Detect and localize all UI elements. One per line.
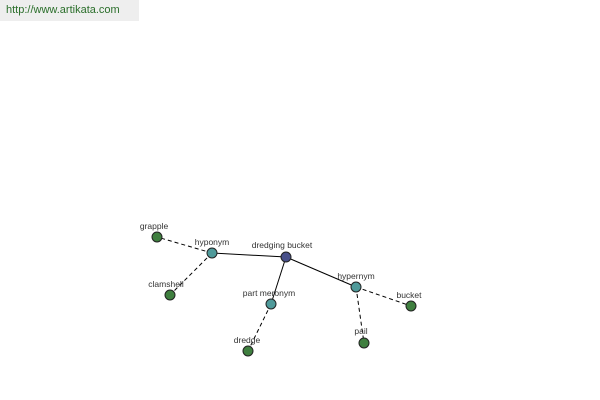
nodes-layer[interactable] (151, 231, 417, 357)
node-dredge[interactable] (242, 345, 254, 357)
label-bucket: bucket (396, 290, 422, 300)
label-part-meronym: part meronym (243, 288, 295, 298)
label-hyponym: hyponym (195, 237, 230, 247)
label-dredging-bucket: dredging bucket (252, 240, 313, 250)
node-clamshell[interactable] (164, 289, 176, 301)
labels-layer: dredging bucket hyponym part meronym hyp… (140, 221, 422, 345)
node-part-meronym[interactable] (265, 298, 277, 310)
edge-center-hyponym (211, 252, 287, 258)
source-url[interactable]: http://www.artikata.com (0, 0, 139, 21)
label-clamshell: clamshell (148, 279, 184, 289)
node-bucket[interactable] (405, 300, 417, 312)
node-hypernym[interactable] (350, 281, 362, 293)
label-pail: pail (354, 326, 367, 336)
edges-layer (156, 236, 412, 352)
edge-hypernym-bucket (355, 286, 412, 307)
edge-hyponym-clamshell (169, 252, 213, 296)
node-hyponym[interactable] (206, 247, 218, 259)
edge-center-hypernym (285, 256, 357, 288)
edge-center-part-meronym (270, 256, 287, 305)
node-grapple[interactable] (151, 231, 163, 243)
node-pail[interactable] (358, 337, 370, 349)
node-dredging-bucket[interactable] (280, 251, 292, 263)
edge-part-meronym-dredge (247, 303, 272, 352)
edge-hypernym-pail (355, 286, 365, 344)
label-dredge: dredge (234, 335, 261, 345)
label-grapple: grapple (140, 221, 169, 231)
edge-hyponym-grapple (156, 236, 213, 254)
label-hypernym: hypernym (337, 271, 374, 281)
